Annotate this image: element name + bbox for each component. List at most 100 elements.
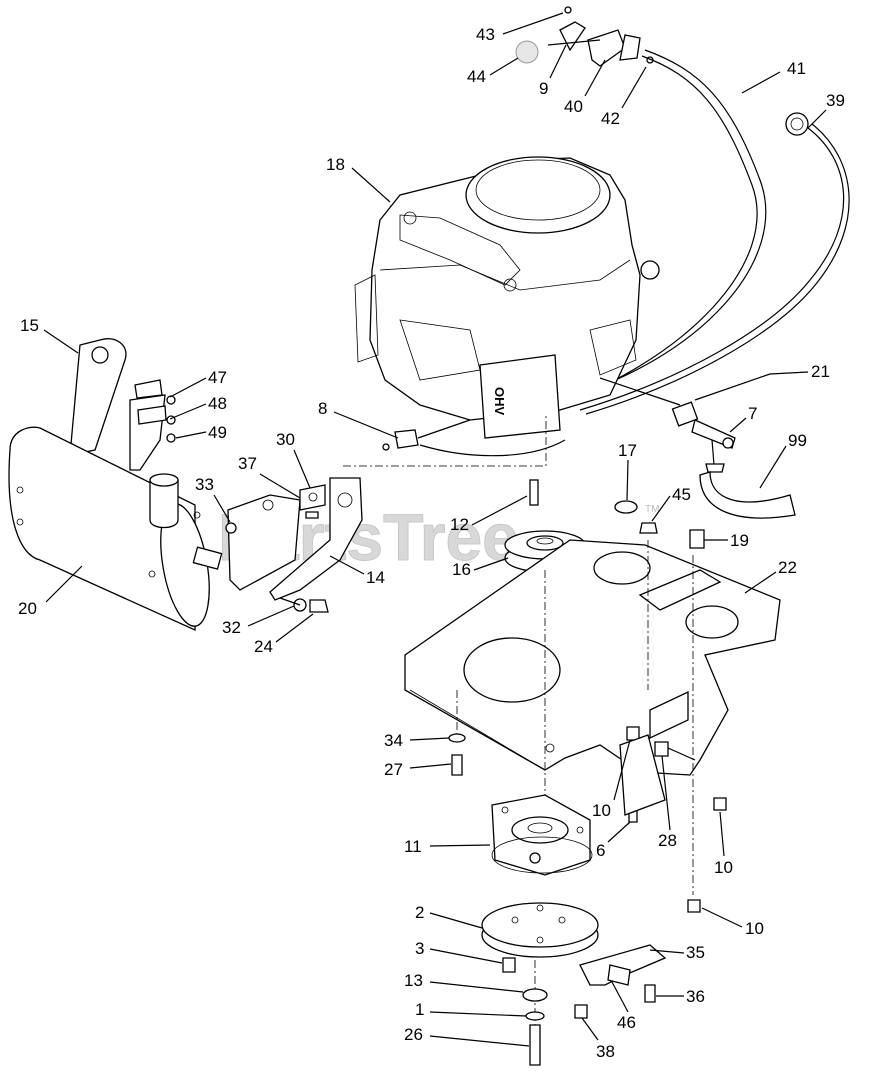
callout-40: 40 [564, 59, 606, 116]
callout-39: 39 [807, 91, 845, 129]
callout-number: 11 [404, 837, 422, 856]
throttle-control-assembly [515, 6, 767, 411]
callout-number: 20 [18, 599, 37, 618]
leader-line [247, 605, 295, 627]
pto-clutch [491, 794, 593, 876]
leader-line [429, 1011, 527, 1017]
leader-line [429, 981, 524, 993]
callout-30: 30 [276, 430, 311, 489]
callout-number: 27 [384, 760, 403, 779]
callout-11: 11 [404, 837, 491, 856]
callout-number: 28 [658, 831, 677, 850]
callout-number: 37 [238, 454, 257, 473]
callout-27: 27 [384, 760, 452, 779]
callout-28: 28 [658, 755, 677, 850]
small-parts-top [614, 500, 705, 549]
leader-line [429, 844, 491, 847]
callout-number: 45 [672, 485, 691, 504]
callout-labels: 43 44 9 40 42 41 39 18 15 47 48 49 8 30 … [18, 12, 845, 1061]
callout-number: 2 [415, 903, 424, 922]
callout-number: 30 [276, 430, 295, 449]
callout-41: 41 [741, 59, 806, 94]
callout-99: 99 [759, 431, 807, 489]
callout-number: 48 [208, 394, 227, 413]
leader-line [45, 565, 83, 603]
leader-line [626, 459, 629, 501]
leader-line [409, 737, 450, 741]
callout-15: 15 [20, 316, 79, 354]
callout-number: 15 [20, 316, 39, 335]
callout-number: 34 [384, 731, 403, 750]
leader-line [169, 377, 207, 398]
callout-number: 99 [788, 431, 807, 450]
callout-20: 20 [18, 565, 83, 618]
callout-number: 35 [686, 943, 705, 962]
callout-35: 35 [649, 943, 705, 962]
leader-line [351, 167, 391, 203]
leader-line [489, 57, 519, 76]
callout-number: 8 [318, 399, 327, 418]
leader-line [275, 613, 314, 643]
callout-49: 49 [175, 423, 227, 442]
callout-number: 22 [778, 558, 797, 577]
leader-line [621, 66, 647, 109]
leader-line [471, 495, 528, 526]
leader-line [429, 948, 503, 964]
leader-line [329, 555, 365, 575]
callout-number: 49 [208, 423, 227, 442]
leader-line [769, 371, 809, 375]
callout-number: 13 [404, 971, 423, 990]
leader-line [293, 449, 311, 489]
callout-9: 9 [539, 44, 567, 98]
callout-43: 43 [476, 12, 564, 44]
callout-26: 26 [404, 1025, 530, 1047]
callout-number: 9 [539, 79, 548, 98]
callout-37: 37 [238, 454, 301, 499]
leader-line [741, 71, 781, 94]
fuel-line-assembly [599, 373, 796, 519]
callout-number: 41 [787, 59, 806, 78]
callout-38: 38 [581, 1017, 615, 1061]
leader-line [473, 557, 509, 571]
leader-line [175, 431, 207, 439]
callout-number: 33 [195, 475, 214, 494]
callout-number: 17 [618, 441, 637, 460]
callout-14: 14 [329, 555, 385, 587]
callout-3: 3 [415, 939, 503, 964]
callout-number: 19 [730, 531, 749, 550]
bolt-24 [279, 597, 329, 613]
leader-line [611, 981, 629, 1013]
leader-line [584, 59, 606, 97]
leader-line [43, 329, 79, 354]
callout-22: 22 [744, 558, 797, 594]
leader-line [549, 44, 567, 79]
leader-line [333, 411, 399, 439]
callout-number: 18 [326, 155, 345, 174]
callout-18: 18 [326, 155, 391, 203]
callout-number: 1 [415, 1000, 424, 1019]
leader-line [429, 1035, 530, 1047]
leader-line [719, 811, 725, 857]
callout-36: 36 [656, 987, 705, 1006]
callout-33: 33 [195, 475, 231, 523]
callout-6: 6 [596, 821, 631, 860]
callout-13: 13 [404, 971, 524, 993]
callout-34: 34 [384, 731, 450, 750]
callout-2: 2 [415, 903, 483, 929]
callout-number: 6 [596, 841, 605, 860]
leader-line [701, 907, 743, 928]
callout-number: 10 [592, 801, 611, 820]
leader-line [613, 739, 631, 801]
exhaust-bracket [225, 477, 363, 601]
callout-number: 39 [826, 91, 845, 110]
callout-16: 16 [452, 557, 509, 579]
crank-bolt-stack [502, 957, 548, 1066]
leader-line [169, 403, 207, 420]
svg-text:TM: TM [645, 504, 659, 515]
leader-line [581, 1017, 599, 1041]
callout-19: 19 [704, 531, 749, 550]
brake-bracket [574, 944, 667, 1019]
engine: OHV [354, 156, 660, 439]
choke-cable [579, 112, 850, 415]
